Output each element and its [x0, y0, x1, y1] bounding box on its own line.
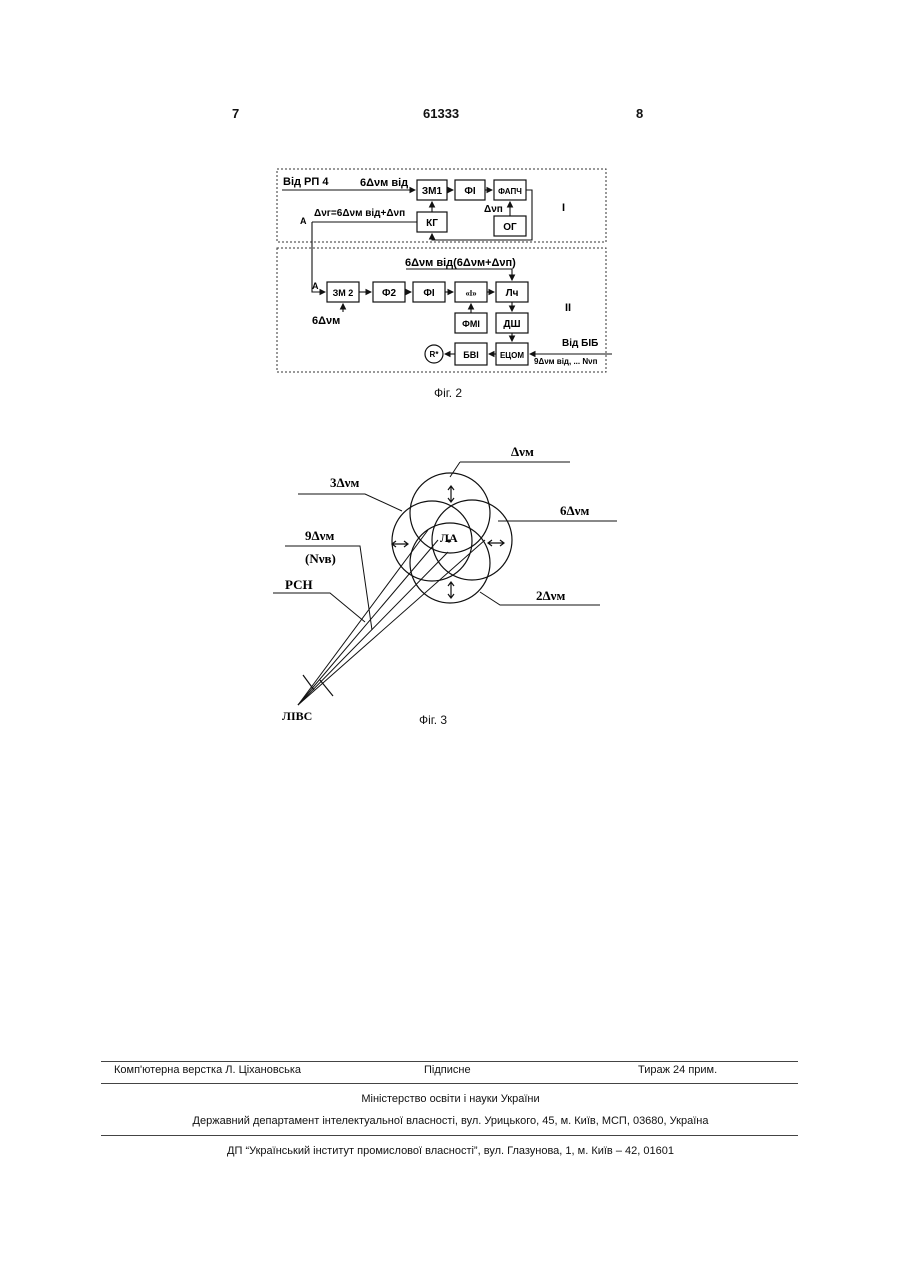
label-rsn: РСН — [285, 577, 313, 592]
footer-institute: ДП “Український інститут промислової вла… — [0, 1145, 901, 1157]
footer-ministry: Міністерство освіти і науки України — [0, 1093, 901, 1105]
footer-layout-credit: Комп'ютерна верстка Л. Ціхановська — [114, 1064, 301, 1076]
label-9-delta-vm: 9Δνм — [305, 528, 334, 543]
footer-rule-bottom — [101, 1135, 798, 1136]
label-6-delta-vm: 6Δνм — [560, 503, 589, 518]
footer-rule-top — [101, 1061, 798, 1062]
label-3-delta-vm: 3Δνм — [330, 475, 359, 490]
label-delta-vm: Δνм — [511, 444, 534, 459]
label-2-delta-vm: 2Δνм — [536, 588, 565, 603]
label-livs: ЛІВС — [282, 709, 312, 723]
footer-circulation: Тираж 24 прим. — [638, 1064, 717, 1076]
figure-3-caption: Фіг. 3 — [419, 713, 447, 727]
footer-rule-middle — [101, 1083, 798, 1084]
footer-department: Державний департамент інтелектуальної вл… — [0, 1115, 901, 1127]
label-n-vv: (Nνв) — [305, 551, 336, 566]
footer-signed: Підписне — [424, 1064, 471, 1076]
label-la: ЛА — [440, 531, 458, 545]
